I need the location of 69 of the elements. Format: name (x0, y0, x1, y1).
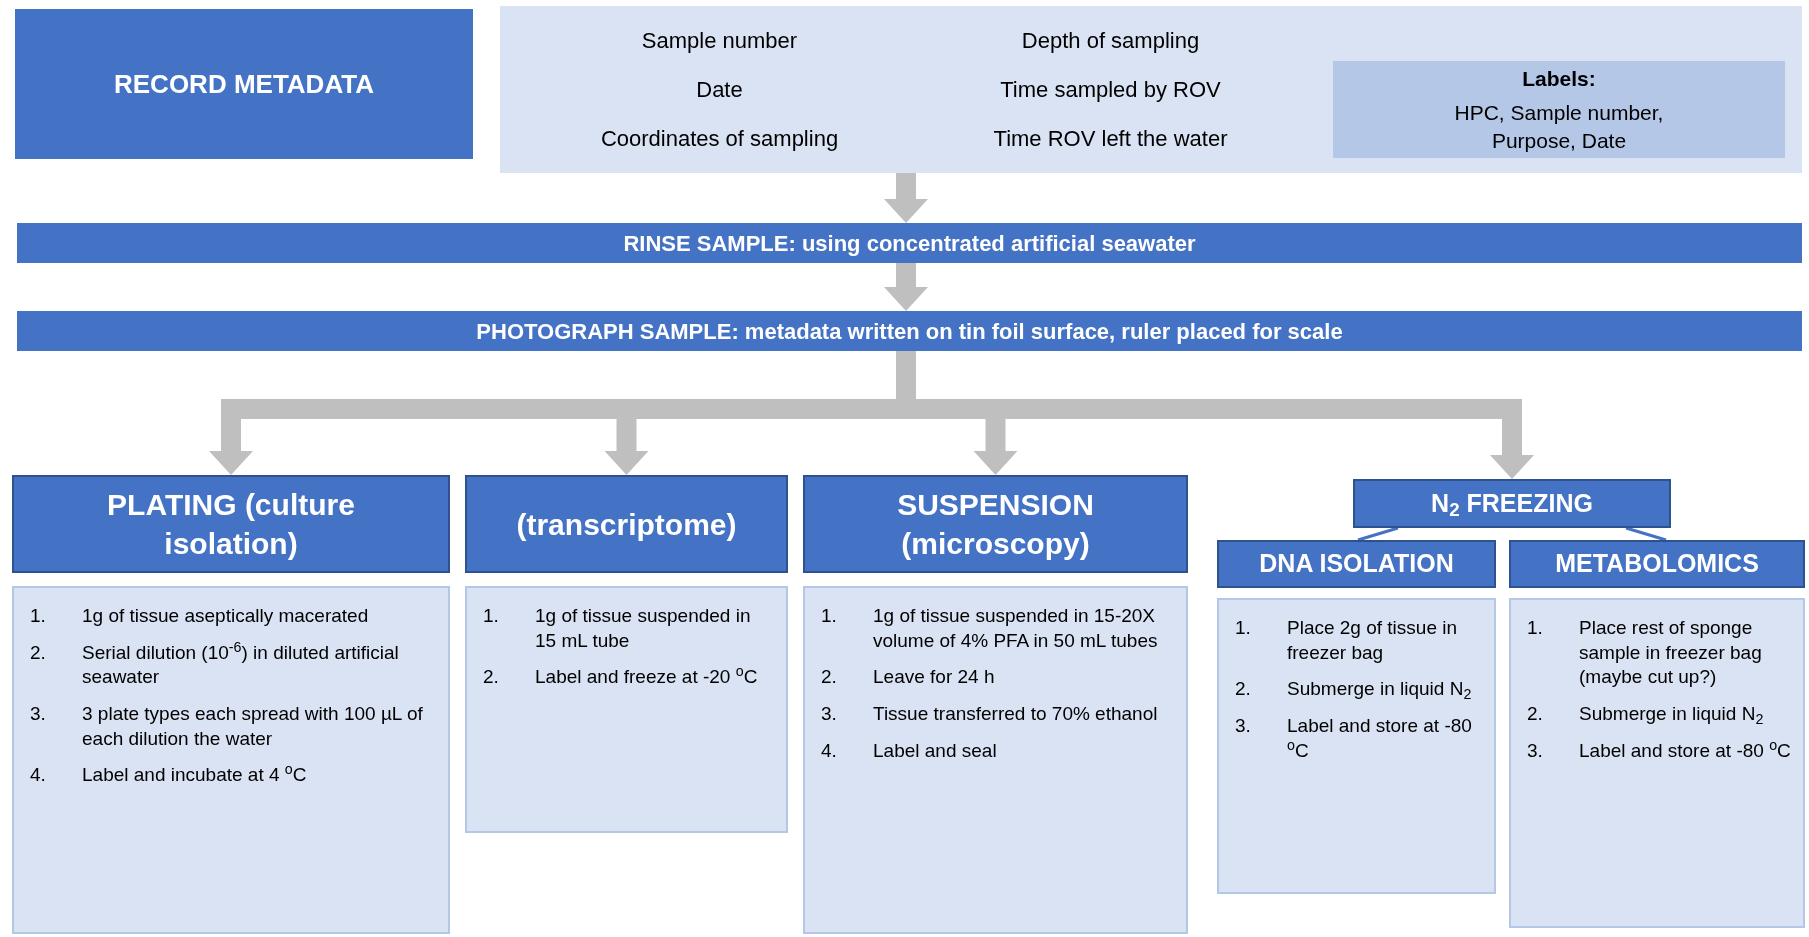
connector-line (1625, 526, 1667, 542)
process-bar (17, 223, 1802, 263)
step-number: 1. (821, 604, 838, 628)
metadata-field: Depth of sampling (915, 24, 1306, 57)
step-number: 1. (1527, 616, 1544, 640)
step-text: Label and freeze at -20 $^{o}$C (535, 665, 759, 690)
box-title: PHOTOGRAPH SAMPLE: metadata written on tin foil surface, ruler placed for scale (476, 317, 1343, 346)
step-text: Leave for 24 h (873, 665, 996, 690)
labels-heading: Labels: (1522, 66, 1596, 93)
box-title: PLATING (culture isolation) (106, 487, 356, 562)
step-text: Serial dilution (10$^{-6}$) in diluted artificial seawater (82, 640, 400, 690)
step-text: Place 2g of tissue in freezer bag (1287, 616, 1459, 665)
step-text: Place rest of sponge sample in freezer bag (maybe cut up?) (1579, 616, 1763, 690)
step-number: 1. (483, 604, 500, 628)
metadata-field: Time ROV left the water (915, 122, 1306, 155)
step-number: 2. (30, 640, 47, 665)
metadata-field: Date (524, 73, 915, 106)
step-text: 1g of tissue suspended in 15 mL tube (535, 604, 752, 653)
header-box (803, 475, 1188, 573)
process-bar (17, 311, 1802, 351)
header-box (1353, 479, 1671, 528)
step-text: Label and incubate at 4 $^{o}$C (82, 763, 308, 788)
step-number: 4. (821, 738, 838, 763)
header-box (465, 475, 788, 573)
steps-box (12, 586, 450, 934)
step-text: 3 plate types each spread with 100 µL of each dilution the water (82, 702, 424, 751)
metadata-field: Coordinates of sampling (524, 122, 915, 155)
step-number: 3. (30, 702, 47, 727)
step-text: Label and seal (873, 738, 998, 763)
box-title: DNA ISOLATION (1259, 548, 1454, 580)
step-text: 1g of tissue suspended in 15-20X volume of 4% PFA in 50 mL tubes (873, 604, 1159, 653)
block-arrow (884, 263, 928, 311)
steps-box (1217, 598, 1496, 894)
step-text: Tissue transferred to 70% ethanol (873, 702, 1159, 727)
box-title: (transcriptome) (516, 506, 737, 543)
box-title: N$_{2}$ FREEZING (1431, 487, 1593, 523)
step-number: 4. (30, 763, 47, 788)
steps-box (465, 586, 788, 833)
step-number: 1. (30, 604, 47, 628)
step-number: 2. (1235, 677, 1252, 702)
box-title: SUSPENSION (microscopy) (896, 487, 1095, 562)
step-number: 2. (821, 665, 838, 690)
connector-line (1357, 526, 1399, 542)
header-box (12, 475, 450, 573)
metadata-panel (500, 6, 1802, 173)
metadata-field: Time sampled by ROV (915, 73, 1306, 106)
labels-box (1333, 61, 1785, 158)
process-box (15, 9, 473, 159)
steps-box (1509, 598, 1805, 928)
metadata-field: Sample number (524, 24, 915, 57)
steps-box (803, 586, 1188, 934)
labels-text: HPC, Sample number, Purpose, Date (1453, 99, 1665, 155)
box-title: METABOLOMICS (1555, 548, 1759, 580)
block-arrow (884, 173, 928, 223)
step-text: Submerge in liquid N$_{2}$ (1287, 677, 1473, 703)
header-box (1217, 540, 1496, 588)
step-text: 1g of tissue aseptically macerated (82, 604, 370, 628)
box-title: RINSE SAMPLE: using concentrated artificial seawater (623, 229, 1196, 258)
step-text: Label and store at -80 $^{o}$C (1287, 714, 1473, 763)
header-box (1509, 540, 1805, 588)
step-text: Submerge in liquid N$_{2}$ (1579, 702, 1765, 727)
step-number: 1. (1235, 616, 1252, 640)
step-number: 3. (821, 702, 838, 727)
step-number: 2. (1527, 702, 1544, 727)
step-text: Label and store at -80 $^{o}$C (1579, 738, 1791, 763)
step-number: 3. (1527, 738, 1544, 763)
step-number: 2. (483, 665, 500, 690)
box-title: RECORD METADATA (114, 67, 374, 101)
step-number: 3. (1235, 714, 1252, 739)
